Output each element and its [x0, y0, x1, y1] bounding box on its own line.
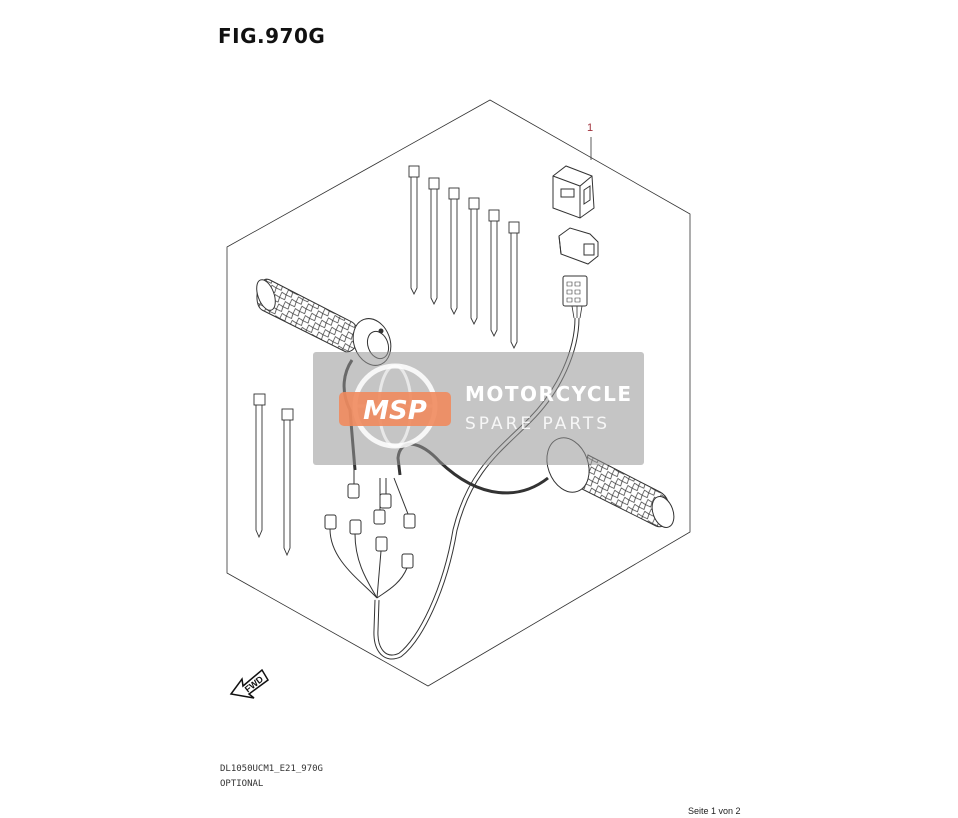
fwd-direction-icon: FWD	[229, 668, 269, 699]
cable-tie	[488, 209, 500, 338]
model-code: DL1050UCM1_E21_970G	[220, 764, 323, 774]
cable-tie	[428, 177, 440, 306]
cable-tie	[468, 197, 480, 326]
cable-ties-left	[253, 393, 294, 557]
harness-plug-top	[562, 275, 588, 319]
svg-text:MSP: MSP	[363, 396, 427, 426]
cable-tie	[508, 221, 520, 350]
figure-title: FIG.970G	[218, 24, 326, 48]
grip-connectors	[347, 470, 416, 529]
watermark: MSP MOTORCYCLE SPARE PARTS	[313, 352, 644, 465]
watermark-subtitle: SPARE PARTS	[465, 414, 611, 434]
footer-note: OPTIONAL	[220, 779, 264, 789]
cable-tie	[281, 408, 294, 557]
connector-housing	[558, 227, 599, 265]
harness-branch-connectors	[324, 514, 414, 599]
msp-logo: MSP	[339, 363, 451, 449]
cable-tie	[448, 187, 460, 316]
heater-controller	[552, 165, 595, 219]
page-indicator: Seite 1 von 2	[688, 806, 741, 816]
assembly-outline	[226, 99, 691, 687]
cable-tie	[253, 393, 266, 539]
cable-ties-upper	[408, 165, 520, 350]
watermark-title: MOTORCYCLE	[465, 382, 633, 406]
part-reference-number: 1	[587, 122, 594, 134]
cable-tie	[408, 165, 420, 296]
